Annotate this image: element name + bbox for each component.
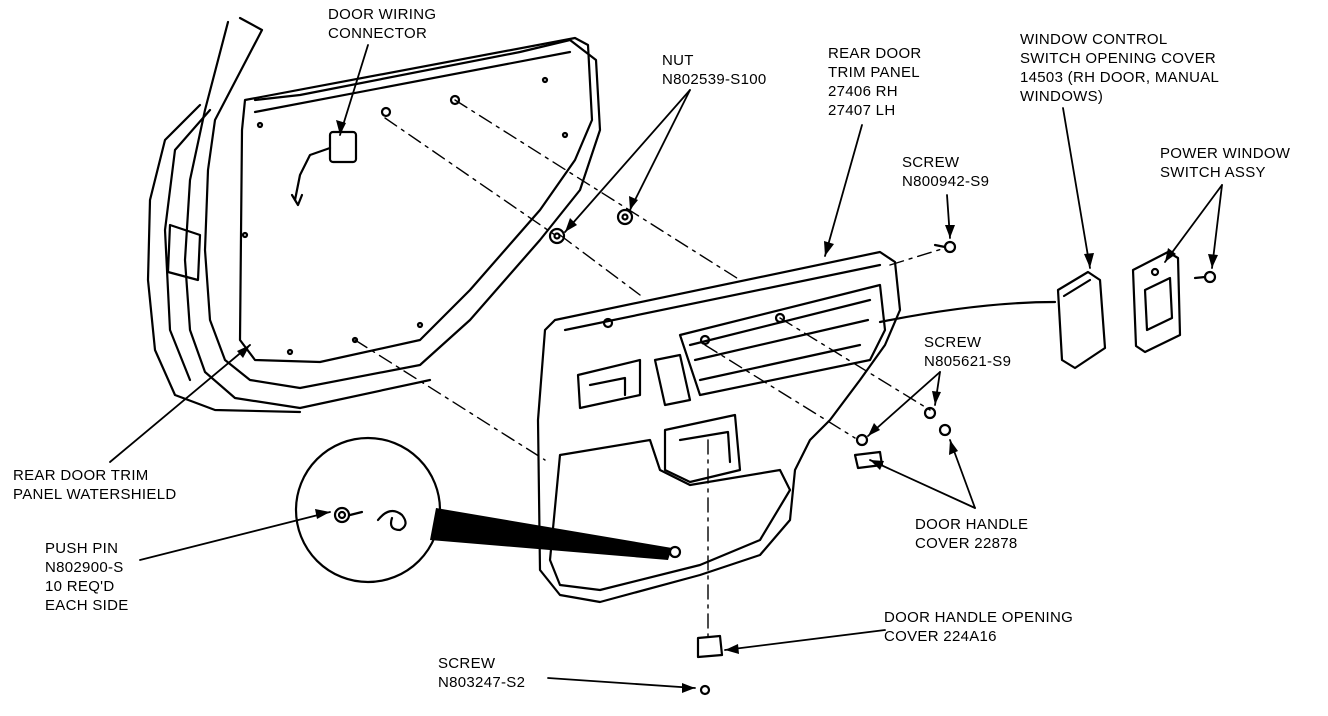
label-line: WINDOW CONTROL bbox=[1020, 31, 1168, 48]
label-line: REAR DOOR TRIM bbox=[13, 467, 149, 484]
label-door-handle-cover: DOOR HANDLE COVER 22878 bbox=[915, 515, 1028, 553]
label-line: COVER 224A16 bbox=[884, 628, 997, 645]
label-line: N805621-S9 bbox=[924, 353, 1012, 370]
label-line: CONNECTOR bbox=[328, 25, 428, 42]
trim-panel-part bbox=[536, 250, 902, 604]
alignment-lines bbox=[354, 99, 946, 641]
label-line: PANEL WATERSHIELD bbox=[13, 486, 177, 503]
label-line: N803247-S2 bbox=[438, 674, 526, 691]
label-line: DOOR WIRING bbox=[328, 6, 437, 23]
label-line: POWER WINDOW bbox=[1160, 145, 1291, 162]
arrowheads bbox=[237, 120, 1218, 693]
label-line: SCREW bbox=[438, 655, 496, 672]
push-pin-detail bbox=[294, 436, 672, 584]
label-watershield: REAR DOOR TRIM PANEL WATERSHIELD bbox=[13, 466, 176, 504]
label-line: 27407 LH bbox=[828, 102, 896, 119]
label-line: TRIM PANEL bbox=[828, 64, 920, 81]
nut-parts bbox=[380, 94, 634, 245]
power-window-switch-part bbox=[1131, 250, 1217, 354]
label-rear-door-trim-panel: REAR DOOR TRIM PANEL 27406 RH 27407 LH bbox=[828, 44, 922, 120]
label-line: N802900-S bbox=[45, 559, 124, 576]
cable-line bbox=[878, 300, 1057, 324]
label-line: N800942-S9 bbox=[902, 173, 990, 190]
label-screw-bottom: SCREW N803247-S2 bbox=[438, 654, 525, 692]
label-line: 27406 RH bbox=[828, 83, 898, 100]
label-line: SWITCH OPENING COVER bbox=[1020, 50, 1217, 67]
label-line: SWITCH ASSY bbox=[1160, 164, 1266, 181]
label-line: WINDOWS) bbox=[1020, 88, 1104, 105]
label-screw-mid: SCREW N805621-S9 bbox=[924, 333, 1011, 371]
label-door-handle-opening-cover: DOOR HANDLE OPENING COVER 224A16 bbox=[884, 608, 1073, 646]
label-nut: NUT N802539-S100 bbox=[662, 51, 767, 89]
door-inner-shell bbox=[146, 16, 602, 414]
label-line: DOOR HANDLE OPENING bbox=[884, 609, 1074, 626]
label-line: N802539-S100 bbox=[662, 71, 767, 88]
label-line: NUT bbox=[662, 52, 694, 69]
label-push-pin: PUSH PIN N802900-S 10 REQ'D EACH SIDE bbox=[45, 539, 129, 615]
label-window-control-cover: WINDOW CONTROL SWITCH OPENING COVER 1450… bbox=[1020, 30, 1219, 106]
label-line: EACH SIDE bbox=[45, 597, 129, 614]
label-door-wiring-connector: DOOR WIRING CONNECTOR bbox=[328, 5, 436, 43]
label-power-window-switch: POWER WINDOW SWITCH ASSY bbox=[1160, 144, 1290, 182]
window-control-cover-part bbox=[1056, 270, 1107, 370]
door-wiring-connector-part bbox=[290, 130, 358, 207]
label-line: COVER 22878 bbox=[915, 535, 1018, 552]
label-line: 10 REQ'D bbox=[45, 578, 115, 595]
label-line: SCREW bbox=[902, 154, 960, 171]
label-line: SCREW bbox=[924, 334, 982, 351]
label-line: DOOR HANDLE bbox=[915, 516, 1029, 533]
label-line: REAR DOOR bbox=[828, 45, 922, 62]
label-line: 14503 (RH DOOR, MANUAL bbox=[1020, 69, 1220, 86]
leader-lines bbox=[109, 44, 1223, 689]
label-screw-top: SCREW N800942-S9 bbox=[902, 153, 989, 191]
label-line: PUSH PIN bbox=[45, 540, 119, 557]
